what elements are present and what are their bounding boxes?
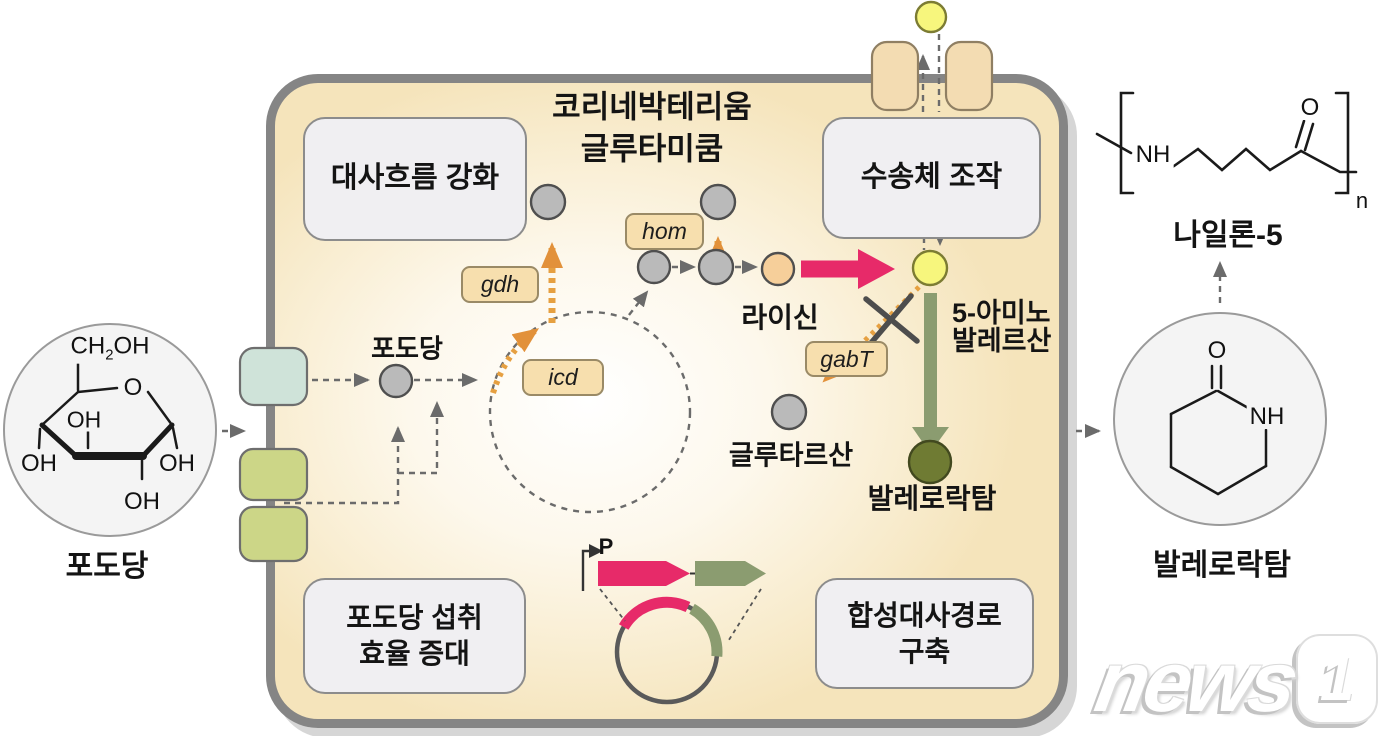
plasmid-construct	[581, 544, 766, 705]
glucose-oh-bottom-label: OH	[121, 490, 163, 514]
node-intermediate-2	[697, 248, 735, 286]
arrow-icd	[490, 328, 540, 394]
oh: OH	[113, 332, 150, 360]
news1-watermark: news 1	[1089, 634, 1379, 730]
nylon-bracket-right	[1334, 91, 1350, 195]
insert-mapping-lines	[599, 588, 762, 644]
node-5ava-internal	[911, 249, 949, 287]
strategy-label-pathway-1: 합성대사경로	[847, 599, 1002, 631]
node-lysine	[760, 251, 796, 287]
strategy-label-transporter: 수송체 조작	[860, 161, 1003, 194]
plasmid-insert-green	[689, 603, 723, 657]
top-transporter-left	[870, 40, 920, 112]
dashed-flow-arrows	[222, 34, 1227, 514]
label-5ava-line1: 5-아미노	[952, 298, 1051, 328]
valerolactam-structure	[1113, 312, 1327, 526]
glucose-transporter-green-1	[238, 447, 309, 502]
label-lysine: 라이신	[741, 302, 819, 333]
glucose-oh-left-label: OH	[18, 452, 60, 476]
gene-tag-gdh: gdh	[461, 266, 539, 303]
metabolite-nodes	[378, 0, 953, 485]
strategy-box-synthetic-pathway: 합성대사경로 구축	[815, 578, 1034, 689]
label-glutarate: 글루타르산	[728, 440, 854, 471]
gene-arrow-pink	[598, 561, 690, 586]
promoter-arrow	[581, 549, 589, 591]
label-nylon5: 나일론-5	[1173, 219, 1283, 252]
strategy-label-pathway-2: 구축	[898, 635, 951, 667]
glucose-bonds	[37, 362, 179, 481]
strategy-label-flux: 대사흐름 강화	[330, 162, 500, 195]
cell-title-line2: 글루타미쿰	[580, 131, 724, 167]
node-glutarate	[770, 393, 808, 431]
node-5ava-exported	[914, 0, 948, 34]
valerolactam-nh-label: NH	[1246, 405, 1288, 429]
glucose-circle	[3, 323, 217, 537]
label-valerolactam-product: 발레로락탐	[1153, 549, 1291, 582]
glucose-transporter-green-2	[238, 505, 309, 563]
cell-title-line1: 코리네박테리움	[552, 89, 752, 125]
pink-pathway-arrow	[801, 249, 895, 289]
node-intermediate-1	[636, 249, 672, 285]
nylon-bracket-left	[1119, 91, 1135, 195]
arrow-tca-to-lysine-chain	[628, 290, 649, 316]
arrow-green-transporter-elbow-1	[284, 426, 405, 505]
glucose-ring-o-label: O	[120, 376, 146, 400]
label-5ava-line2: 발레르산	[952, 326, 1052, 356]
gene-tag-icd: icd	[522, 359, 604, 396]
gene-tag-gabt: gabT	[805, 341, 888, 377]
transporters	[238, 40, 994, 563]
promoter-arrowhead	[589, 544, 603, 558]
valerolactam-bonds	[1169, 364, 1268, 496]
ch: CH	[70, 332, 106, 360]
nylon-nh-label: NH	[1132, 143, 1174, 167]
label-glucose-inside: 포도당	[371, 333, 443, 364]
label-valerolactam-cell: 발레로락탐	[867, 483, 997, 514]
node-glutamate	[529, 183, 567, 221]
top-transporter-right	[944, 40, 994, 112]
strategy-box-metabolic-flux: 대사흐름 강화	[303, 117, 527, 241]
nylon-o-label: O	[1297, 96, 1323, 120]
node-valerolactam	[907, 439, 953, 485]
glucose-oh-inner-label: OH	[63, 408, 105, 432]
watermark-news-text: news	[1088, 634, 1301, 731]
glucose-ch2oh-label: CH2OH	[67, 332, 153, 364]
strategy-label-uptake-1: 포도당 섭취	[346, 602, 483, 634]
promoter-p-label: P	[598, 534, 614, 559]
nylon-n-subscript: n	[1352, 190, 1372, 212]
label-glucose-outside: 포도당	[65, 550, 149, 583]
glucose-transporter-teal	[238, 346, 309, 407]
valerolactam-o-label: O	[1204, 339, 1230, 363]
arrow-green-transporter-elbow-2	[398, 401, 444, 475]
strategy-label-uptake-2: 효율 증대	[359, 638, 470, 669]
gene-arrow-green	[695, 561, 766, 586]
node-glucose-internal	[378, 363, 414, 399]
plasmid-insert-pink	[618, 596, 691, 630]
nylon5-structure	[1095, 91, 1358, 195]
valerolactam-circle	[1113, 312, 1327, 526]
watermark-one-badge: 1	[1296, 634, 1379, 724]
sub-2: 2	[105, 347, 114, 364]
strategy-box-glucose-uptake: 포도당 섭취 효율 증대	[303, 578, 526, 694]
glucose-oh-right-label: OH	[156, 452, 198, 476]
green-pathway-arrow	[912, 293, 949, 453]
strategy-box-transporter: 수송체 조작	[822, 117, 1041, 239]
glucose-structure	[3, 323, 217, 537]
gene-tag-hom: hom	[625, 213, 704, 250]
node-homoserine	[699, 183, 737, 221]
knockout-x-icon	[863, 293, 920, 346]
tca-cycle-circle	[488, 310, 692, 514]
